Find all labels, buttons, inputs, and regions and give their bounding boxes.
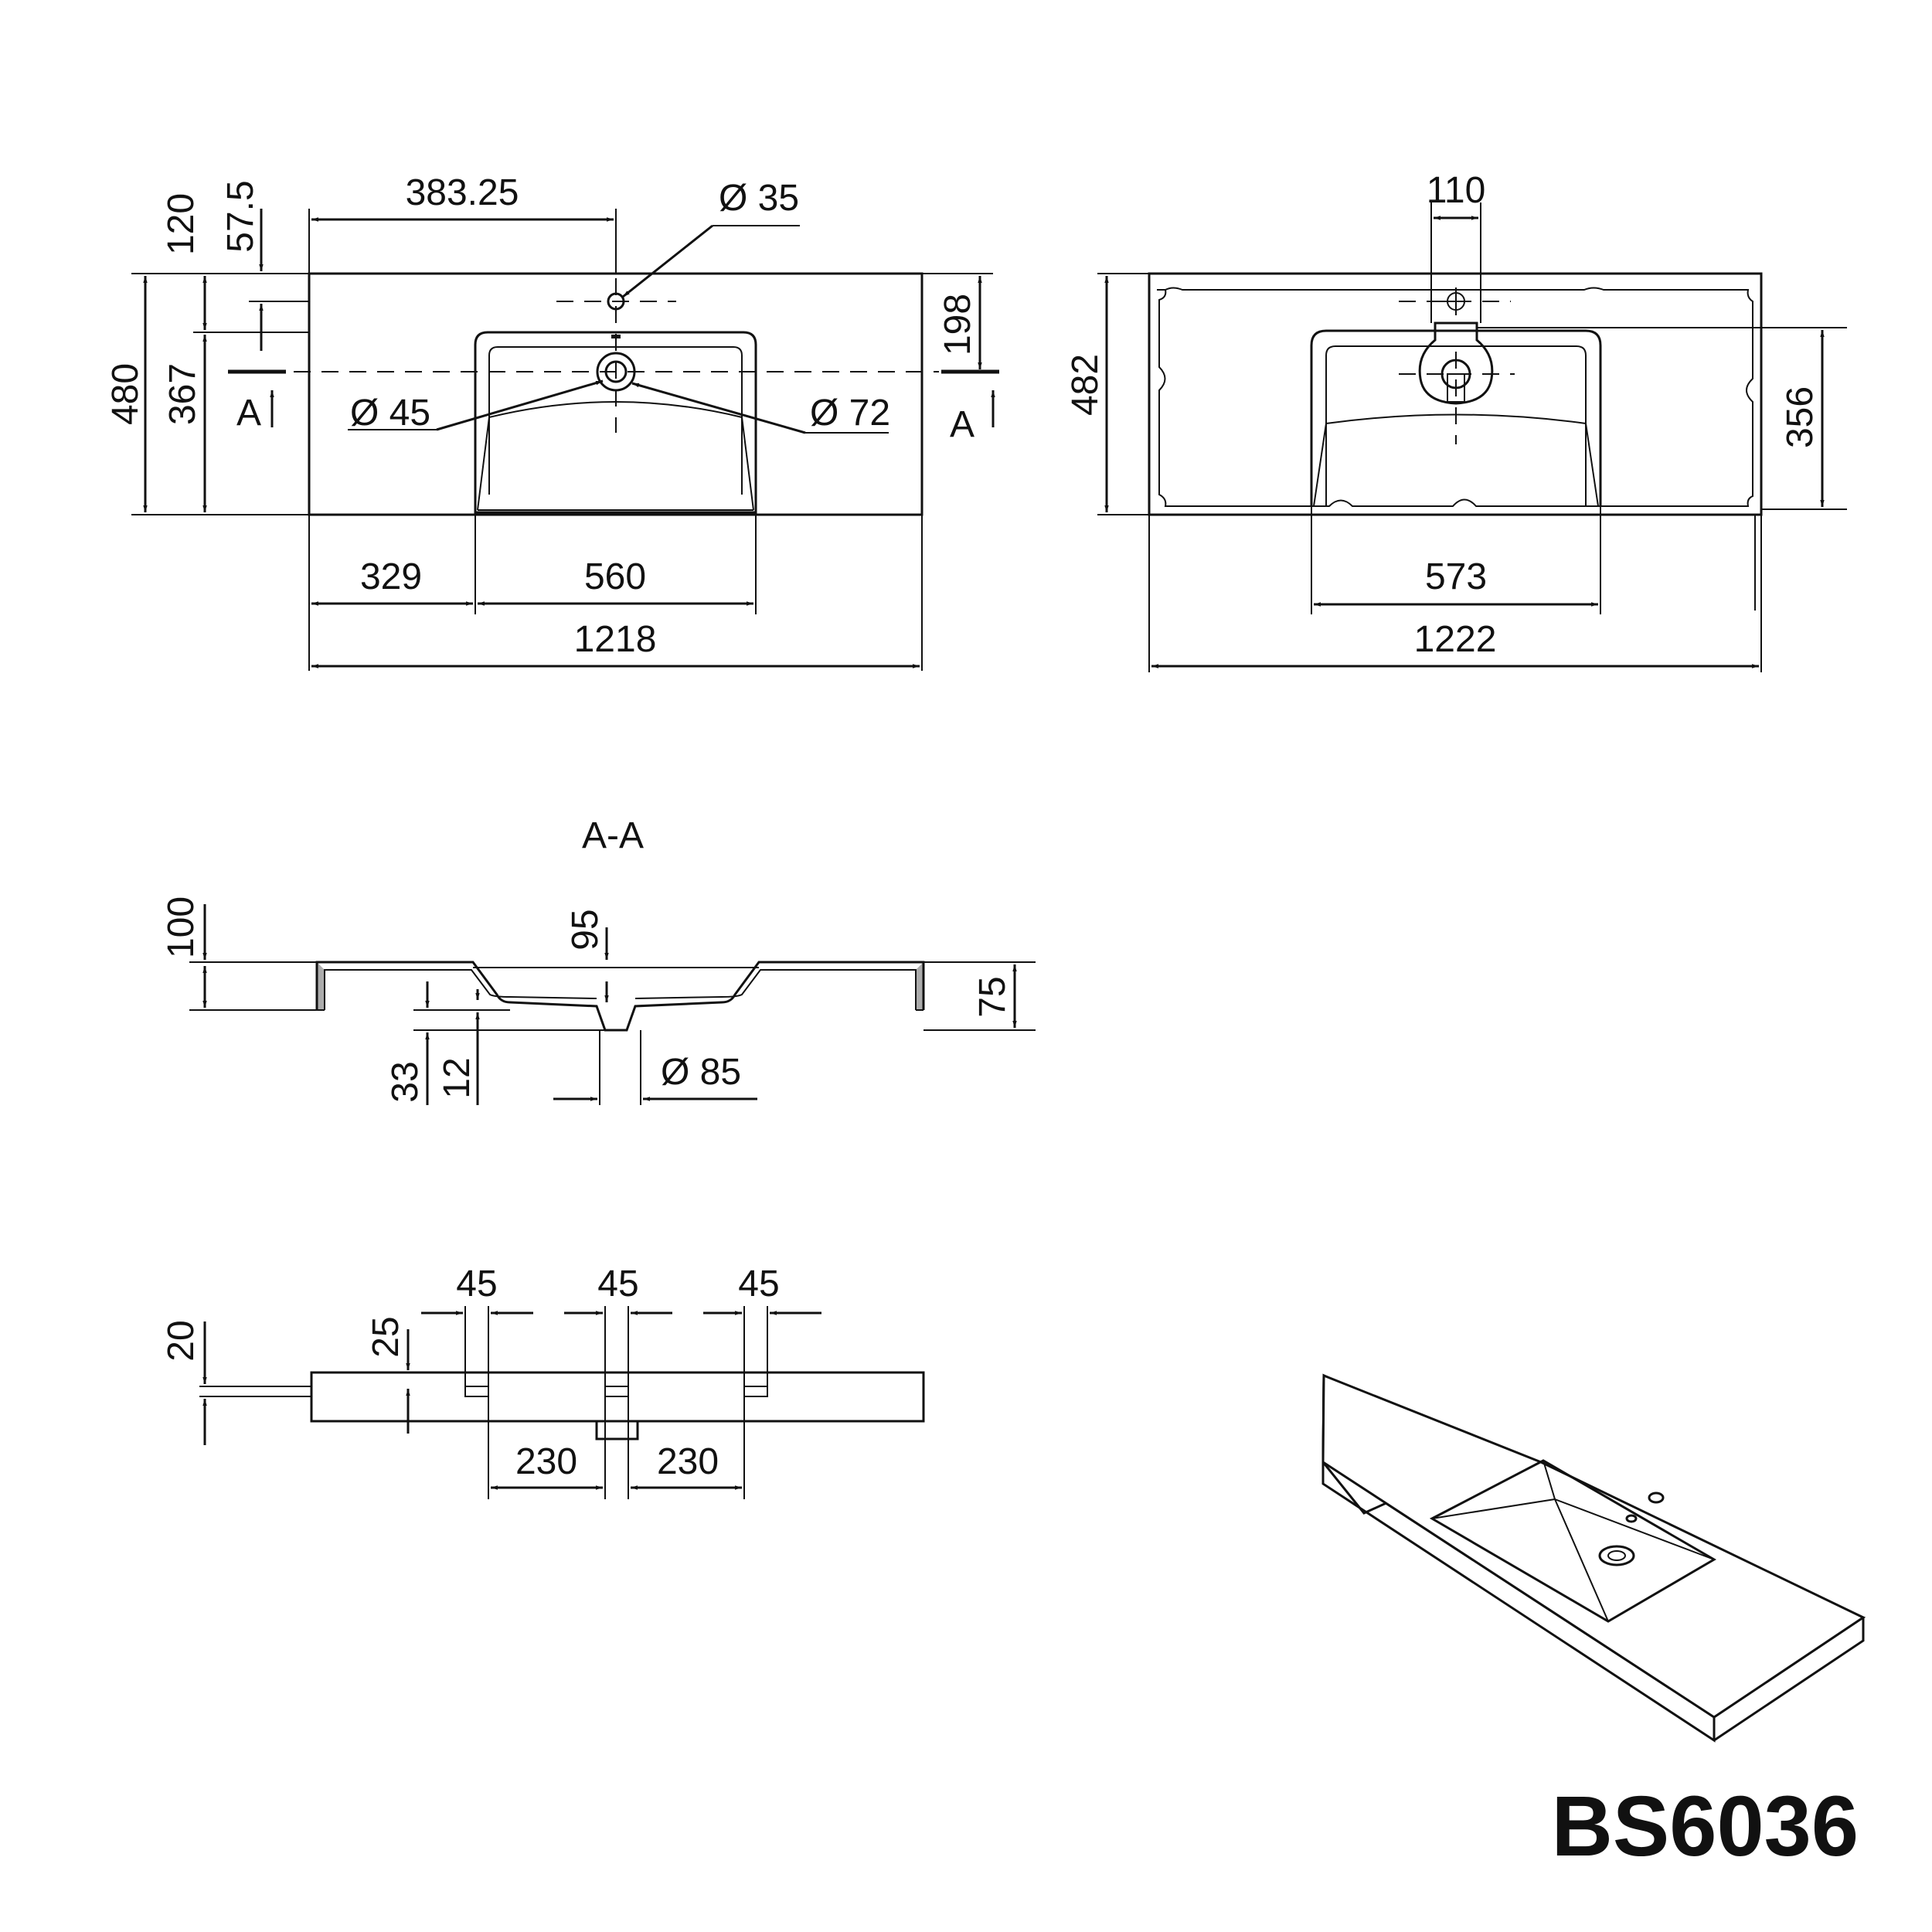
dim-12: 12 bbox=[437, 1057, 478, 1098]
section-profile-outer bbox=[315, 961, 925, 1032]
bowl-underside-outer bbox=[1310, 329, 1602, 506]
section-marker-left: A bbox=[236, 393, 261, 434]
iso-tap-hole bbox=[1648, 1492, 1665, 1504]
dim-57-5: 57.5 bbox=[220, 180, 261, 252]
dim-329: 329 bbox=[360, 556, 422, 597]
section-marker-right: A bbox=[950, 404, 975, 445]
dim-110: 110 bbox=[1427, 170, 1486, 211]
dim-383-25: 383.25 bbox=[406, 172, 519, 213]
basin-outline bbox=[474, 331, 757, 514]
dim-95: 95 bbox=[565, 909, 606, 950]
dim-367: 367 bbox=[162, 363, 203, 425]
isometric-view bbox=[1321, 1373, 1866, 1743]
side-view: 45 45 45 20 25 230 230 bbox=[161, 1264, 925, 1499]
dim-120: 120 bbox=[161, 193, 202, 255]
bottom-view: 110 482 356 573 1222 bbox=[1065, 170, 1847, 672]
dim-45-center: 45 bbox=[597, 1264, 638, 1304]
dim-230-left: 230 bbox=[515, 1441, 577, 1482]
dim-45-right: 45 bbox=[738, 1264, 779, 1304]
dim-1218: 1218 bbox=[574, 619, 657, 660]
dim-25: 25 bbox=[366, 1316, 406, 1357]
top-view: A A 383.25 Ø 35 Ø 45 Ø 72 480 367 120 bbox=[105, 172, 999, 671]
dim-diameter-85: Ø 85 bbox=[661, 1052, 741, 1093]
dim-560: 560 bbox=[584, 556, 646, 597]
dim-33: 33 bbox=[385, 1061, 426, 1102]
drain-boss bbox=[1418, 321, 1494, 405]
drain-spigot bbox=[595, 1421, 639, 1440]
model-number: BS6036 bbox=[1551, 1779, 1859, 1874]
dim-diameter-72: Ø 72 bbox=[810, 393, 890, 434]
bottom-view-outline bbox=[1148, 272, 1763, 516]
dim-20: 20 bbox=[161, 1320, 202, 1361]
iso-drain bbox=[1598, 1545, 1635, 1566]
dim-480: 480 bbox=[105, 363, 146, 425]
dim-198: 198 bbox=[937, 294, 978, 355]
dim-230-right: 230 bbox=[657, 1441, 719, 1482]
dim-75: 75 bbox=[972, 976, 1013, 1017]
dim-356: 356 bbox=[1780, 386, 1821, 448]
bottom-rib-outline bbox=[1157, 287, 1753, 507]
section-view: A-A 100 95 75 33 12 bbox=[161, 815, 1036, 1105]
dim-45-left: 45 bbox=[456, 1264, 497, 1304]
section-title: A-A bbox=[582, 815, 644, 856]
dim-573: 573 bbox=[1425, 556, 1487, 597]
dim-diameter-35: Ø 35 bbox=[719, 178, 799, 219]
dim-diameter-45: Ø 45 bbox=[350, 393, 430, 434]
dim-100: 100 bbox=[161, 896, 202, 958]
dim-1222: 1222 bbox=[1414, 619, 1497, 660]
dim-482: 482 bbox=[1065, 354, 1106, 416]
